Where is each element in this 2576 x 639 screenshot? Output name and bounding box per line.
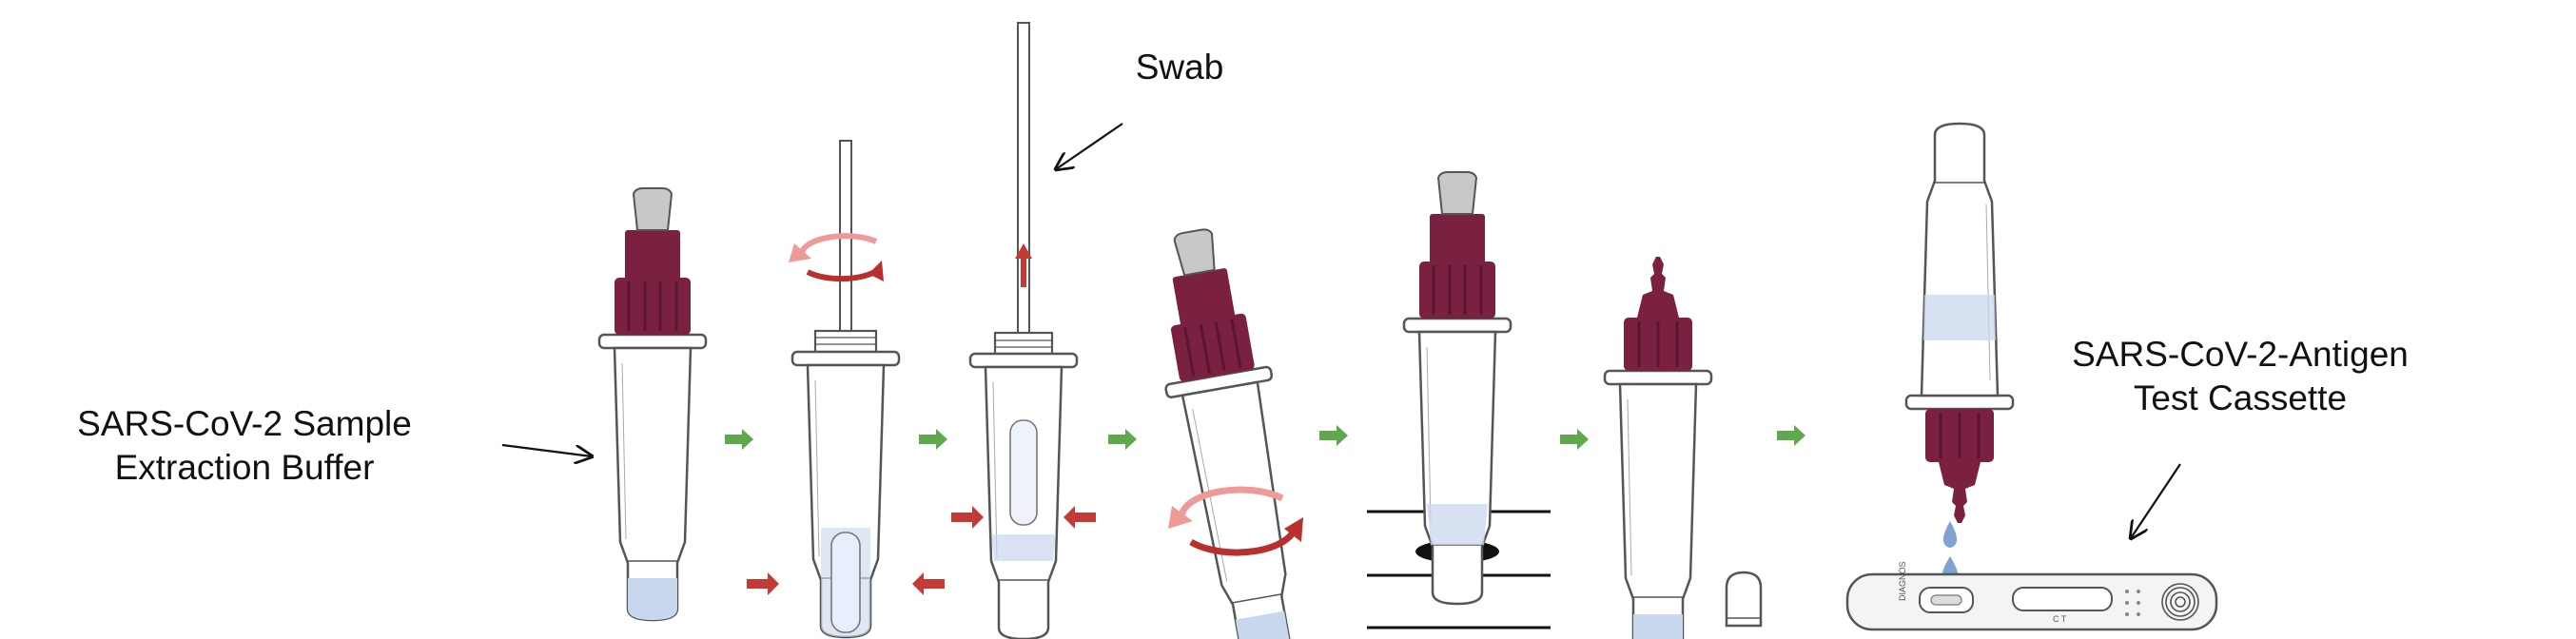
test-cassette-label-line1: SARS-CoV-2-Antigen	[2072, 335, 2409, 374]
step-arrow-4	[1319, 425, 1348, 446]
cassette-brand-text: DIAGNOS	[1898, 561, 1907, 601]
cassette-pointer-arrow	[2131, 463, 2181, 538]
step-arrow-6	[1777, 425, 1805, 446]
step6-dropper-tube	[1603, 257, 1713, 639]
step5-tube-in-stand	[1367, 171, 1551, 629]
swab-label: Swab	[1135, 48, 1224, 87]
step-arrow-5	[1560, 429, 1589, 450]
step2-swab-in-tube	[747, 140, 945, 639]
extraction-buffer-label-line2: Extraction Buffer	[114, 448, 375, 487]
step7-inverted-tube	[1904, 122, 2015, 523]
test-cassette: DIAGNOS C T	[1845, 561, 2218, 631]
step4-tilted-tube	[1161, 226, 1321, 639]
cassette-ct-marks: C T	[2053, 614, 2067, 624]
test-cassette-label: SARS-CoV-2-Antigen Test Cassette	[2059, 333, 2421, 420]
removed-cap	[1725, 571, 1763, 628]
step4-rotation-arrow	[1168, 486, 1303, 556]
step-arrow-3	[1108, 429, 1137, 450]
step-arrow-2	[919, 429, 947, 450]
step1-buffer-tube	[597, 187, 708, 622]
extraction-buffer-label-line1: SARS-CoV-2 Sample	[77, 404, 412, 443]
test-cassette-label-line2: Test Cassette	[2133, 378, 2348, 417]
fingerprint-icon	[2161, 583, 2199, 621]
swab-pointer-arrow	[1056, 123, 1123, 169]
buffer-pointer-arrow	[501, 443, 592, 456]
step-arrow-1	[725, 429, 753, 450]
step3-swab-removal	[951, 22, 1096, 639]
extraction-buffer-label: SARS-CoV-2 Sample Extraction Buffer	[21, 402, 468, 490]
